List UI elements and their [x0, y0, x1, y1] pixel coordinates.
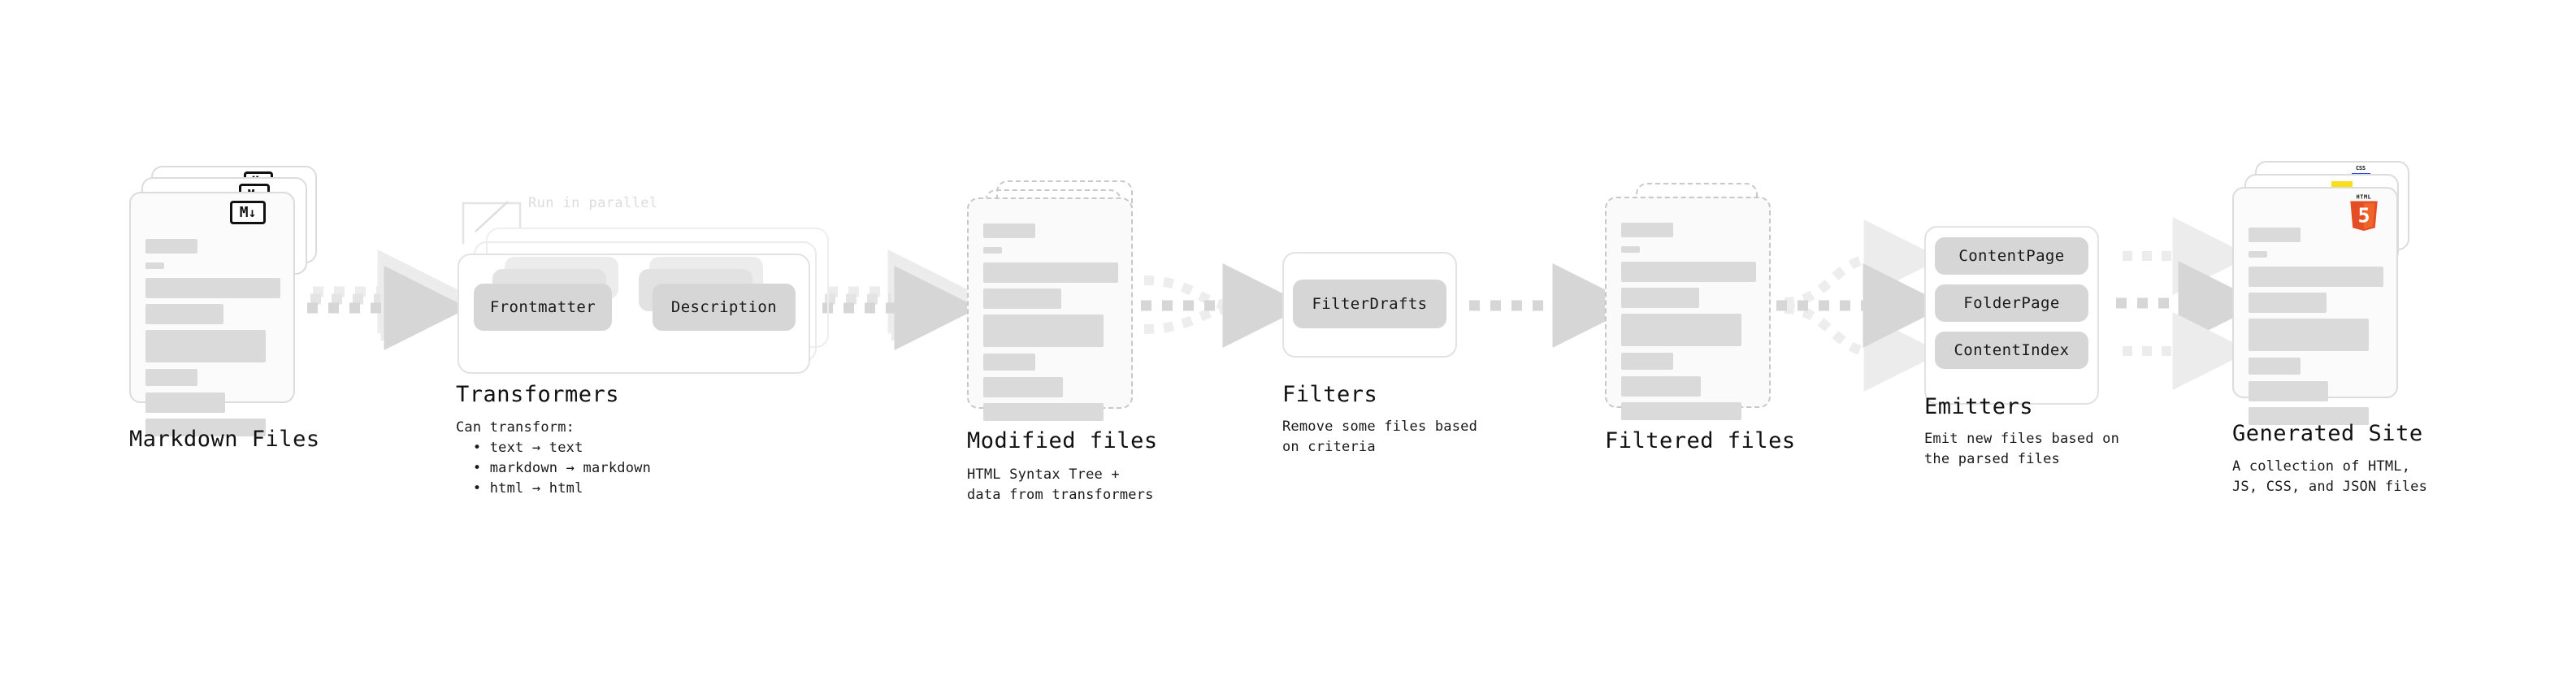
arrow-markdown-to-transformers: [307, 249, 469, 350]
stage-title-modified-files: Modified files: [967, 428, 1158, 453]
site-card-front-html: HTML 5: [2232, 187, 2398, 425]
stage-title-filters: Filters: [1282, 382, 1378, 407]
svg-text:HTML: HTML: [2357, 193, 2372, 200]
stage-title-emitters: Emitters: [1924, 394, 2034, 419]
stage-title-markdown-files: Markdown Files: [129, 427, 320, 452]
stage-title-filtered-files: Filtered files: [1605, 428, 1796, 453]
html5-icon: HTML 5: [2350, 193, 2378, 231]
stage-subtitle-filters: Remove some files based on criteria: [1282, 419, 1478, 455]
transformer-chip-frontmatter[interactable]: Frontmatter: [474, 284, 612, 331]
css3-icon-label: CSS: [2356, 165, 2366, 171]
run-in-parallel-note: Run in parallel: [528, 195, 658, 211]
markdown-card-front: M↓: [129, 192, 295, 436]
emitter-chip-contentindex[interactable]: ContentIndex: [1935, 332, 2088, 369]
svg-text:5: 5: [2357, 204, 2370, 228]
modified-card-front: [967, 197, 1133, 421]
emitter-chip-folderpage[interactable]: FolderPage: [1935, 284, 2088, 322]
stage-subtitle-modified-files: HTML Syntax Tree + data from transformer…: [967, 466, 1154, 503]
filtered-card-front: [1605, 197, 1771, 420]
filter-chip-filterdrafts[interactable]: FilterDrafts: [1293, 280, 1446, 328]
stage-subtitle-emitters: Emit new files based on the parsed files: [1924, 431, 2120, 467]
stage-title-generated-site: Generated Site: [2232, 421, 2423, 446]
markdown-icon: M↓: [230, 201, 266, 224]
arrow-modified-to-filters: [1141, 263, 1308, 348]
stage-subtitle-generated-site: A collection of HTML, JS, CSS, and JSON …: [2232, 458, 2428, 495]
arrow-emitters-to-site: [2116, 217, 2263, 390]
emitter-chip-contentpage[interactable]: ContentPage: [1935, 237, 2088, 275]
transformer-chip-description[interactable]: Description: [653, 284, 796, 331]
stage-title-transformers: Transformers: [456, 382, 620, 407]
stage-subtitle-transformers: Can transform: • text → text • markdown …: [456, 419, 652, 497]
arrow-filtered-to-emitters: [1776, 219, 1948, 392]
arrow-transformers-to-modified: [822, 249, 979, 350]
